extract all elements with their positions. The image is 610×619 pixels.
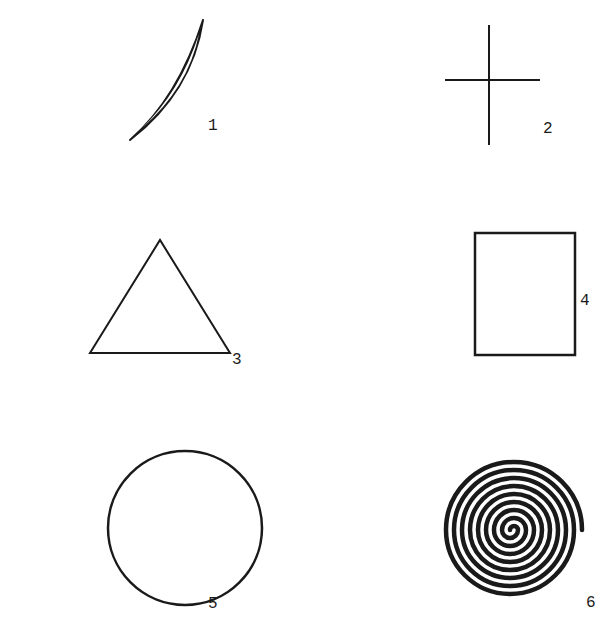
callout-number: 3: [232, 351, 242, 369]
crescent-sign: [130, 20, 203, 140]
square-sign: [475, 233, 575, 355]
callout-number: 6: [586, 594, 596, 612]
spiral-sign: [446, 462, 582, 594]
triangle-sign: [90, 240, 230, 353]
cross-sign: [445, 25, 540, 145]
circle-sign: [108, 451, 262, 605]
callout-number: 5: [208, 595, 218, 613]
callout-number: 2: [543, 120, 553, 138]
callout-number: 1: [208, 117, 218, 135]
callout-number: 4: [580, 292, 590, 310]
